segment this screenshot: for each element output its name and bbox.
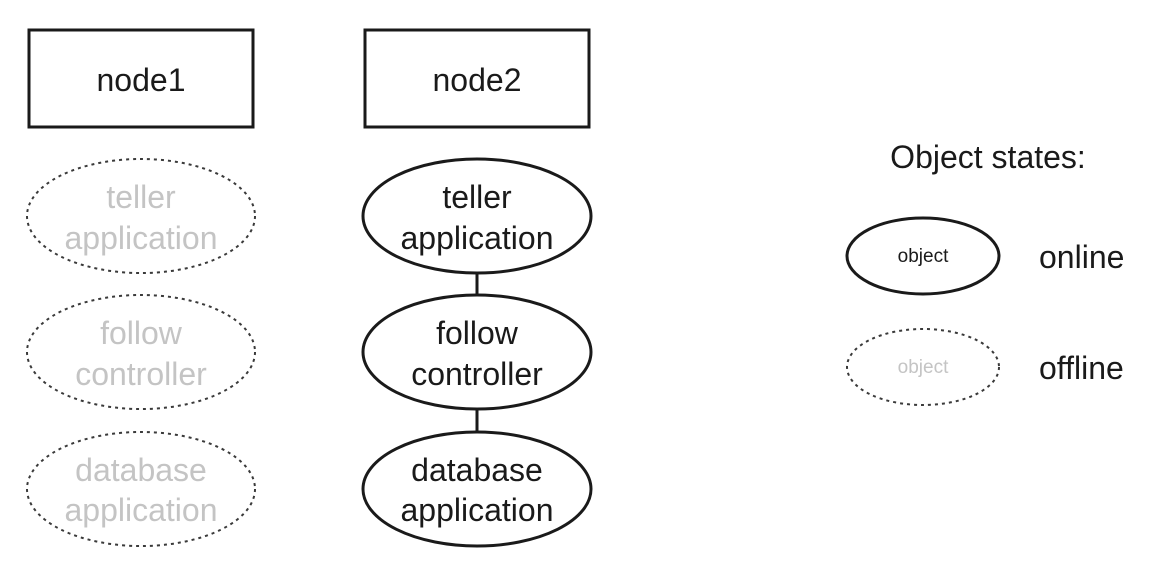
node1-teller-application-label: teller — [106, 179, 176, 215]
node1-box — [27, 28, 255, 129]
node1-title: node1 — [97, 62, 186, 98]
legend-online-label: online — [1039, 239, 1124, 275]
node2-database-application-ellipse — [361, 430, 593, 548]
node2-teller-application-label-2: application — [401, 220, 554, 256]
legend: Object states: object online object offl… — [845, 139, 1124, 406]
node1-column: node1 teller application follow controll… — [26, 28, 256, 547]
legend-online-ellipse — [845, 216, 1001, 296]
node2-teller-application-ellipse — [361, 157, 593, 275]
node2-teller-application-label: teller — [442, 179, 512, 215]
legend-title: Object states: — [890, 139, 1086, 175]
node2-database-application-label: database — [411, 452, 543, 488]
node2-box — [363, 28, 591, 129]
node1-teller-application-label-2: application — [65, 220, 218, 256]
legend-online-sample: object — [898, 246, 949, 267]
node2-follow-controller-ellipse — [361, 293, 593, 411]
node1-database-application-label: database — [75, 452, 207, 488]
node1-database-application-label-2: application — [65, 492, 218, 528]
node2-follow-controller-label: follow — [436, 315, 519, 351]
node1-follow-controller-label: follow — [100, 315, 183, 351]
node2-title: node2 — [433, 62, 522, 98]
node2-column: node2 teller application follow controll… — [361, 28, 593, 548]
node1-teller-application-ellipse — [26, 158, 256, 274]
node1-follow-controller-label-2: controller — [75, 356, 207, 392]
node1-follow-controller-ellipse — [26, 294, 256, 410]
node1-database-application-ellipse — [26, 431, 256, 547]
node2-database-application-label-2: application — [401, 492, 554, 528]
legend-offline-label: offline — [1039, 350, 1124, 386]
node2-follow-controller-label-2: controller — [411, 356, 543, 392]
legend-offline-sample: object — [898, 357, 949, 378]
legend-offline-ellipse — [846, 328, 1000, 406]
